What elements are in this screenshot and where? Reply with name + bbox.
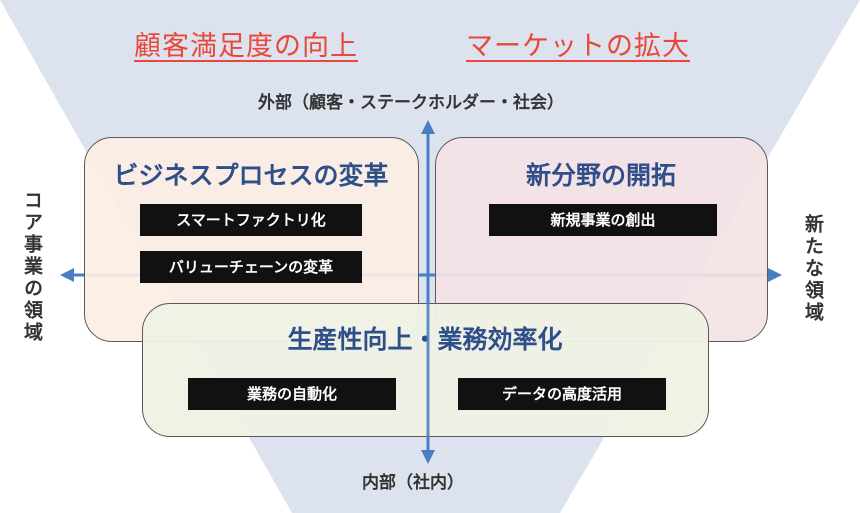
down-arrow-icon (421, 450, 435, 464)
box-title-business-process: ビジネスプロセスの変革 (113, 161, 389, 190)
tag-value-chain: バリューチェーンの変革 (140, 251, 362, 283)
axis-label-external: 外部（顧客・ステークホルダー・社会） (258, 93, 564, 113)
box-title-productivity: 生産性向上・業務効率化 (287, 325, 563, 354)
up-arrow-icon (421, 120, 435, 134)
goal-customer-satisfaction: 顧客満足度の向上 (134, 31, 358, 62)
tag-automation: 業務の自動化 (188, 378, 396, 410)
box-title-new-field: 新分野の開拓 (525, 161, 676, 190)
right-arrow-icon (768, 268, 782, 282)
left-arrow-icon (60, 268, 74, 282)
goal-market-expansion: マーケットの拡大 (466, 31, 690, 62)
box-productivity: 生産性向上・業務効率化 業務の自動化 データの高度活用 (142, 303, 709, 437)
tag-smart-factory: スマートファクトリ化 (140, 204, 362, 236)
axis-label-internal: 内部（社内） (362, 473, 464, 493)
tag-new-business: 新規事業の創出 (489, 204, 717, 236)
axis-label-new-domain: 新たな領域 (802, 214, 824, 324)
axis-label-core-domain: コア事業の領域 (21, 190, 43, 344)
tag-data-utilization: データの高度活用 (458, 378, 666, 410)
